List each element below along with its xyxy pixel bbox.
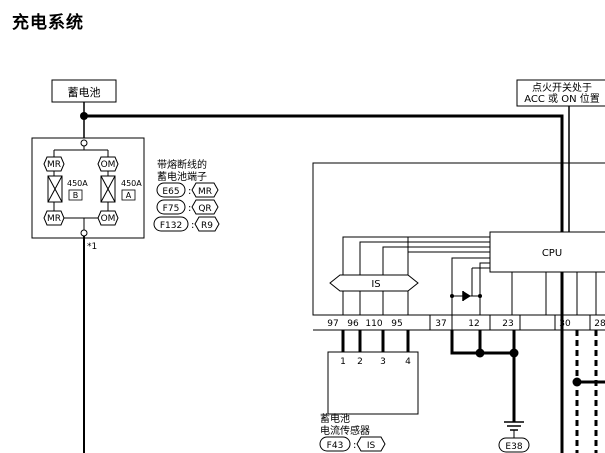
svg-text::: : [353, 440, 356, 451]
fuse-connector-top-right [97, 156, 119, 172]
svg-text:450A: 450A [67, 179, 88, 188]
svg-text:30: 30 [559, 319, 571, 329]
battery-current-sensor: 1 2 3 4 [327, 351, 419, 415]
cpu-box: CPU [489, 231, 605, 273]
pin-numbers: 97 96 110 95 37 12 23 30 28 [327, 319, 605, 329]
svg-text:96: 96 [347, 319, 359, 329]
connector-ref-row-2: F75 : QR [156, 199, 219, 215]
connector-ref-row-1: E65 : MR [156, 182, 219, 198]
svg-text::: : [191, 220, 194, 231]
fuse-note: *1 [87, 242, 97, 252]
connector-ref-row-3: F132 : R9 [153, 216, 220, 232]
svg-text:E38: E38 [505, 442, 522, 452]
svg-text:QR: QR [198, 204, 211, 214]
svg-text:A: A [126, 191, 132, 200]
svg-text:1: 1 [340, 357, 346, 367]
fuse-block: MR MR 450A B OM OM 450A A *1 [31, 116, 145, 252]
svg-text:CPU: CPU [542, 248, 562, 259]
svg-text:MR: MR [47, 214, 61, 224]
svg-text:23: 23 [502, 319, 513, 329]
svg-text:F75: F75 [163, 204, 180, 214]
svg-text:28: 28 [594, 319, 605, 329]
svg-text:MR: MR [47, 160, 61, 170]
main-power-wire [84, 114, 564, 453]
svg-text::: : [188, 203, 191, 214]
is-bus: IS [329, 274, 419, 292]
svg-text:ACC 或 ON 位置: ACC 或 ON 位置 [524, 92, 600, 105]
svg-text:MR: MR [198, 187, 212, 197]
svg-text:12: 12 [468, 319, 479, 329]
fuse-connector-bottom-left [43, 210, 65, 226]
shielded-lines [572, 330, 605, 453]
svg-text:OM: OM [101, 214, 116, 224]
svg-text:3: 3 [380, 357, 386, 367]
svg-text:E65: E65 [162, 187, 179, 197]
ground-network [450, 330, 524, 438]
svg-text:蓄电池: 蓄电池 [68, 86, 101, 99]
diode-icon [463, 291, 471, 301]
svg-text:F132: F132 [160, 221, 182, 231]
svg-text:OM: OM [101, 160, 116, 170]
svg-text:97: 97 [327, 319, 338, 329]
svg-text:110: 110 [365, 319, 382, 329]
ignition-switch-box: 点火开关处于 ACC 或 ON 位置 [516, 79, 605, 107]
svg-text:450A: 450A [121, 179, 142, 188]
svg-text:IS: IS [367, 441, 376, 451]
svg-text:F43: F43 [327, 441, 344, 451]
terminal-caption-line1: 带熔断线的 [157, 158, 207, 171]
svg-text::: : [188, 186, 191, 197]
svg-text:2: 2 [357, 357, 363, 367]
ground-label: E38 [498, 437, 530, 453]
svg-text:点火开关处于: 点火开关处于 [532, 81, 592, 94]
fuse-link-left [47, 175, 63, 203]
svg-text:37: 37 [435, 319, 446, 329]
page-title: 充电系统 [12, 13, 84, 33]
svg-text:IS: IS [371, 279, 380, 290]
sensor-name-line1: 蓄电池 [320, 412, 350, 425]
fuse-connector-top-left [43, 156, 65, 172]
svg-text:B: B [73, 191, 79, 200]
terminal-caption-line2: 蓄电池端子 [157, 170, 207, 183]
svg-text:R9: R9 [201, 221, 213, 231]
svg-text:4: 4 [405, 357, 411, 367]
diode-network [450, 257, 597, 315]
sensor-connector-ref: F43 : IS [319, 436, 386, 452]
battery-box: 蓄电池 [51, 79, 117, 103]
sensor-name-line2: 电流传感器 [320, 424, 370, 437]
svg-text:95: 95 [391, 319, 402, 329]
fuse-connector-bottom-right [97, 210, 119, 226]
control-module-outline [312, 162, 605, 316]
